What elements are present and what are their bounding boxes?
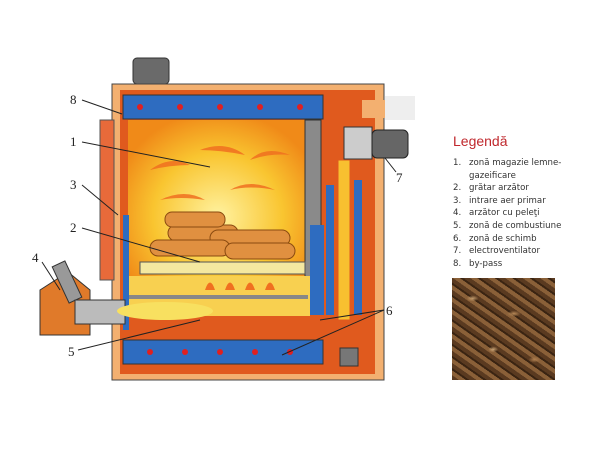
legend-item: 2.grătar arzător	[453, 183, 529, 194]
legend-item: 4.arzător cu peleţi	[453, 208, 540, 219]
wood-pellets-photo	[452, 278, 555, 380]
legend-item: 3.intrare aer primar	[453, 195, 546, 206]
electric-fan-motor	[371, 129, 409, 159]
burner-grate	[139, 261, 306, 275]
leader-lines	[41, 99, 397, 356]
legend-title: Legendă	[453, 133, 508, 149]
fan-housing	[343, 126, 373, 160]
legend-item: 6.zonă de schimb	[453, 233, 537, 244]
callout-1: 1	[70, 134, 77, 149]
callout-2: 2	[70, 220, 77, 235]
legend-item: 7.electroventilator	[453, 246, 541, 257]
callout-6: 6	[386, 303, 393, 318]
legend: Legendă 1.zonă magazie lemne-gazeificare…	[453, 133, 569, 270]
pellet-burner	[39, 260, 213, 336]
callout-3: 3	[70, 177, 77, 192]
callout-7: 7	[396, 170, 403, 185]
heat-exchange-tubes	[326, 159, 362, 321]
callout-8: 8	[70, 92, 77, 107]
flames	[150, 146, 290, 200]
callout-4: 4	[32, 250, 39, 265]
callout-5: 5	[68, 344, 75, 359]
legend-item: 8.by-pass	[453, 258, 503, 269]
flue-outlet	[132, 57, 170, 85]
legend-item: 1.zonă magazie lemne-gazeificare	[453, 158, 562, 181]
boiler-door	[99, 119, 115, 281]
legend-item: 5.zonă de combustiune	[453, 220, 562, 231]
wood-logs	[149, 211, 296, 260]
